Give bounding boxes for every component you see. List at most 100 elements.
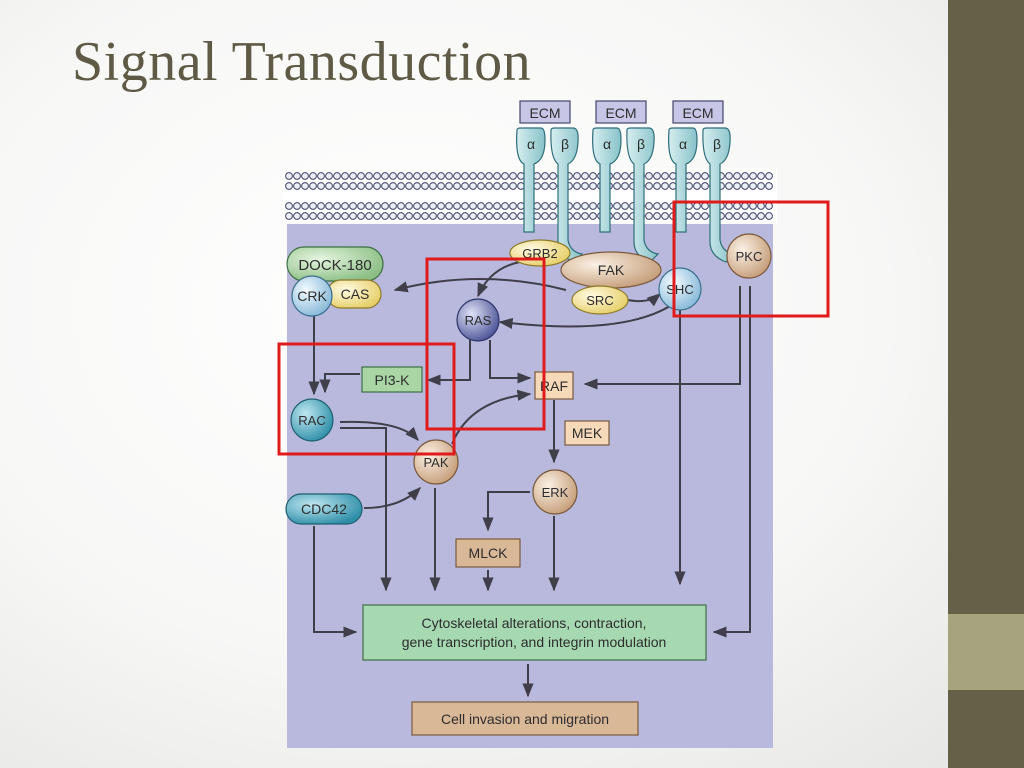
membrane-lipid-bead <box>517 212 525 220</box>
svg-text:RAS: RAS <box>465 313 492 328</box>
membrane-lipid-bead <box>621 182 629 190</box>
sidebar-accent-block <box>948 614 1024 690</box>
svg-text:SHC: SHC <box>666 282 693 297</box>
arrow-src-to-shc <box>627 293 662 307</box>
membrane-lipid-bead <box>549 172 557 180</box>
membrane-lipid-bead <box>549 212 557 220</box>
membrane-lipid-bead <box>453 212 461 220</box>
fak-node: FAK <box>560 251 662 289</box>
membrane-lipid-bead <box>741 172 749 180</box>
signal-transduction-diagram: ECM ECM ECM α β α β α β <box>277 100 830 748</box>
arrow-grb2-to-ras <box>477 261 521 298</box>
membrane-lipid-bead <box>461 172 469 180</box>
membrane-lipid-bead <box>541 212 549 220</box>
membrane-lipid-bead <box>405 172 413 180</box>
membrane-lipid-bead <box>477 212 485 220</box>
membrane-lipid-bead <box>581 202 589 210</box>
membrane-lipid-bead <box>501 202 509 210</box>
dock180-node: DOCK-180 <box>286 246 384 282</box>
membrane-lipid-bead <box>517 202 525 210</box>
membrane-lipid-bead <box>581 172 589 180</box>
src-node: SRC <box>571 285 629 315</box>
pak-node: PAK <box>413 439 459 485</box>
membrane-lipid-bead <box>517 182 525 190</box>
membrane-lipid-bead <box>333 182 341 190</box>
membrane-lipid-bead <box>445 202 453 210</box>
membrane-lipid-bead <box>373 172 381 180</box>
arrow-ras-to-pi3k <box>426 340 471 386</box>
mlck-node: MLCK <box>455 538 521 568</box>
membrane-lipid-bead <box>621 202 629 210</box>
arrow-pi3k-to-rac <box>319 373 360 394</box>
membrane-lipid-bead <box>573 202 581 210</box>
membrane-lipid-bead <box>765 182 773 190</box>
membrane-lipid-bead <box>365 202 373 210</box>
membrane-lipid-bead <box>437 182 445 190</box>
svg-text:CRK: CRK <box>297 288 327 304</box>
outcome-box: Cytoskeletal alterations, contraction, g… <box>362 604 707 661</box>
membrane-lipid-bead <box>613 212 621 220</box>
membrane-lipid-bead <box>645 172 653 180</box>
membrane-lipid-bead <box>669 172 677 180</box>
membrane-lipid-bead <box>533 202 541 210</box>
membrane-lipid-bead <box>661 212 669 220</box>
alpha-subunit-label: α <box>603 136 611 152</box>
membrane-lipid-bead <box>549 202 557 210</box>
membrane-lipid-bead <box>645 182 653 190</box>
membrane-lipid-bead <box>541 172 549 180</box>
membrane-lipid-bead <box>429 212 437 220</box>
integrin-receptor: α β <box>592 127 660 263</box>
membrane-lipid-bead <box>301 212 309 220</box>
membrane-lipid-bead <box>389 212 397 220</box>
highlight-box-pkc <box>672 200 830 318</box>
beta-subunit-label: β <box>561 136 569 152</box>
membrane-lipid-bead <box>309 202 317 210</box>
membrane-lipid-bead <box>485 182 493 190</box>
membrane-lipid-bead <box>685 182 693 190</box>
integrin-receptor: α β <box>516 127 584 263</box>
integrin-receptor: α β <box>668 127 736 263</box>
membrane-lipid-bead <box>381 212 389 220</box>
membrane-lipid-bead <box>333 212 341 220</box>
membrane-lipid-bead <box>725 182 733 190</box>
membrane-lipid-bead <box>349 172 357 180</box>
cdc42-node: CDC42 <box>285 493 363 525</box>
svg-text:RAF: RAF <box>540 378 568 394</box>
arrow-cdc42-to-pak <box>363 487 421 509</box>
membrane-lipid-bead <box>757 182 765 190</box>
svg-text:Cell invasion and migration: Cell invasion and migration <box>441 711 609 727</box>
membrane-lipid-bead <box>389 172 397 180</box>
beta-subunit-label: β <box>637 136 645 152</box>
arrow-rac-to-outcome <box>340 427 392 592</box>
membrane-lipid-bead <box>613 202 621 210</box>
arrow-cdc42-to-outcome <box>313 526 358 638</box>
membrane-lipid-bead <box>357 182 365 190</box>
membrane-lipid-bead <box>733 182 741 190</box>
pi3k-node: PI3-K <box>361 366 423 393</box>
crk-node: CRK <box>291 275 333 317</box>
membrane-lipid-bead <box>501 212 509 220</box>
membrane-lipid-bead <box>573 172 581 180</box>
membrane-lipid-bead <box>397 182 405 190</box>
membrane-lipid-bead <box>365 212 373 220</box>
membrane-lipid-bead <box>349 182 357 190</box>
membrane-lipid-bead <box>429 172 437 180</box>
membrane-lipid-bead <box>397 202 405 210</box>
arrow-pak-to-raf <box>451 389 532 445</box>
membrane-lipid-bead <box>725 202 733 210</box>
membrane-lipid-bead <box>549 182 557 190</box>
membrane-lipid-bead <box>325 182 333 190</box>
membrane-lipid-bead <box>661 182 669 190</box>
membrane-lipid-bead <box>653 212 661 220</box>
membrane-lipid-bead <box>357 212 365 220</box>
membrane-lipid-bead <box>373 182 381 190</box>
membrane-lipid-bead <box>357 172 365 180</box>
arrow-erk-to-mlck <box>482 491 530 532</box>
membrane-lipid-bead <box>421 182 429 190</box>
arrow-rac-to-pak <box>339 420 419 442</box>
membrane-lipid-bead <box>741 212 749 220</box>
membrane-lipid-bead <box>685 212 693 220</box>
membrane-lipid-bead <box>645 202 653 210</box>
membrane-lipid-bead <box>485 172 493 180</box>
membrane-lipid-bead <box>485 212 493 220</box>
